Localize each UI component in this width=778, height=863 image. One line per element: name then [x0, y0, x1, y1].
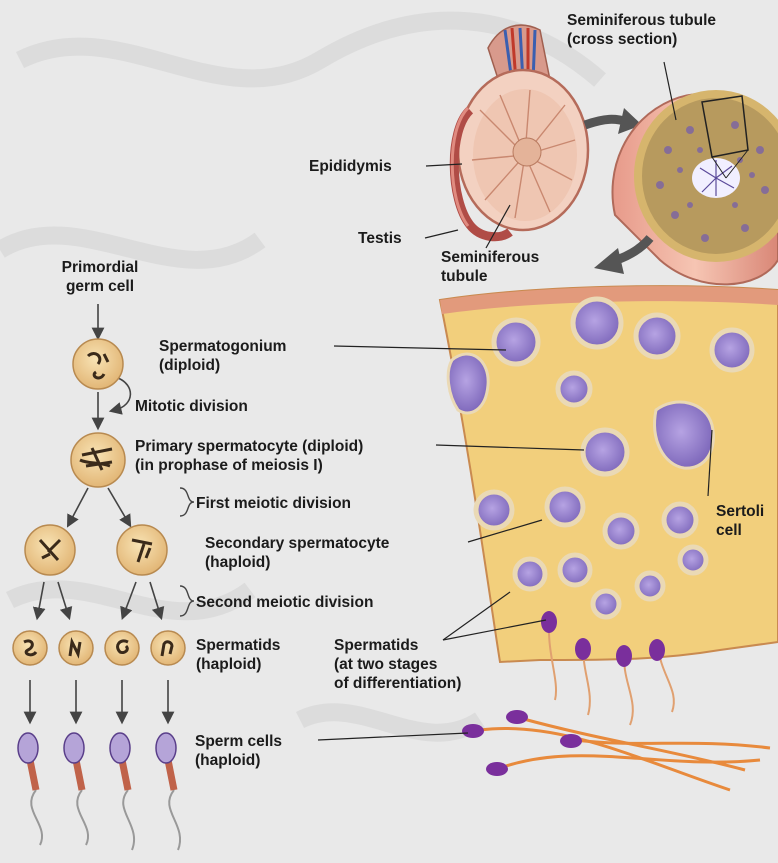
label-sperm-cells: Sperm cells (haploid) [195, 732, 282, 770]
label-testis: Testis [358, 229, 402, 248]
label-sertoli-cell: Sertoli cell [716, 502, 764, 540]
label-spermatids-two-stages: Spermatids (at two stages of differentia… [334, 636, 461, 693]
label-mitotic-division: Mitotic division [135, 397, 248, 416]
label-primordial-germ-cell: Primordial germ cell [44, 258, 156, 296]
label-second-meiotic-division: Second meiotic division [196, 593, 373, 612]
lineage-column [13, 304, 194, 850]
label-primary-spermatocyte: Primary spermatocyte (diploid) (in proph… [135, 437, 363, 475]
label-spermatids-haploid: Spermatids (haploid) [196, 636, 280, 674]
label-seminiferous-tubule: Seminiferous tubule [441, 248, 539, 286]
label-first-meiotic-division: First meiotic division [196, 494, 351, 513]
label-secondary-spermatocyte: Secondary spermatocyte (haploid) [205, 534, 389, 572]
label-epididymis: Epididymis [309, 157, 392, 176]
label-spermatogonium: Spermatogonium (diploid) [159, 337, 286, 375]
label-seminiferous-cross-section: Seminiferous tubule (cross section) [567, 11, 716, 49]
